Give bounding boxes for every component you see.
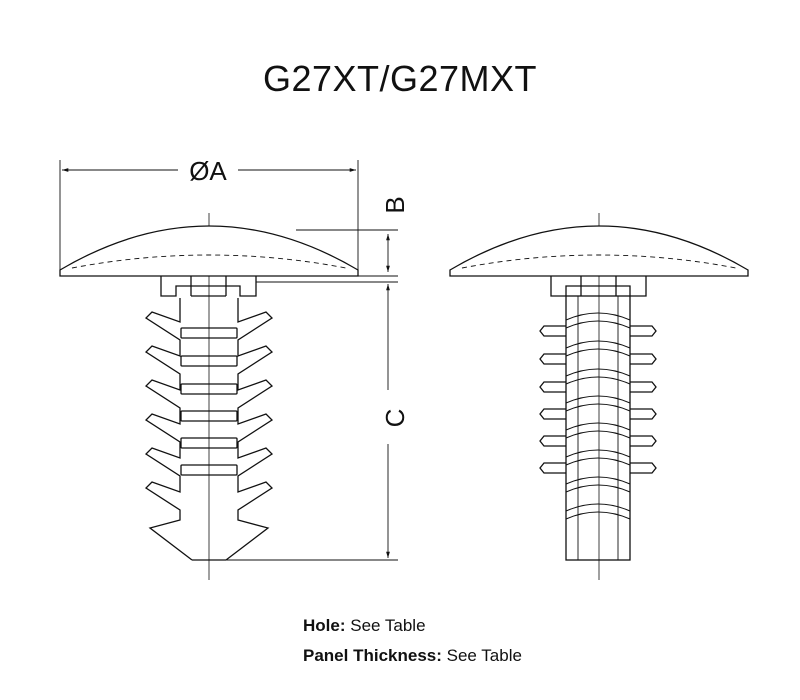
hole-note-label: Hole: xyxy=(303,616,346,635)
dim-a-label: ØA xyxy=(189,156,227,186)
dimensions xyxy=(59,160,398,561)
side-view-head xyxy=(59,225,359,277)
front-view-head-hidden xyxy=(461,254,737,269)
front-view-shank xyxy=(565,295,631,561)
side-view-fins-right xyxy=(225,298,274,561)
front-view-fins xyxy=(539,325,657,474)
panel-thickness-value: See Table xyxy=(446,646,522,665)
hole-note-value: See Table xyxy=(350,616,426,635)
side-view-slots xyxy=(180,327,238,476)
panel-thickness-note: Panel Thickness: See Table xyxy=(303,646,522,666)
side-view-fins-left xyxy=(144,298,193,561)
dim-c-label: C xyxy=(380,409,410,428)
drawing-title: G27XT/G27MXT xyxy=(262,58,538,99)
front-view-head xyxy=(449,225,749,277)
side-view xyxy=(59,213,359,580)
front-view-ribs xyxy=(565,312,631,520)
front-view-neck xyxy=(550,276,647,297)
panel-thickness-label: Panel Thickness: xyxy=(303,646,442,665)
hole-note: Hole: See Table xyxy=(303,616,426,636)
front-view xyxy=(449,213,749,580)
dim-b-label: B xyxy=(380,196,410,213)
side-view-head-hidden xyxy=(71,254,347,269)
side-view-neck xyxy=(160,276,257,297)
